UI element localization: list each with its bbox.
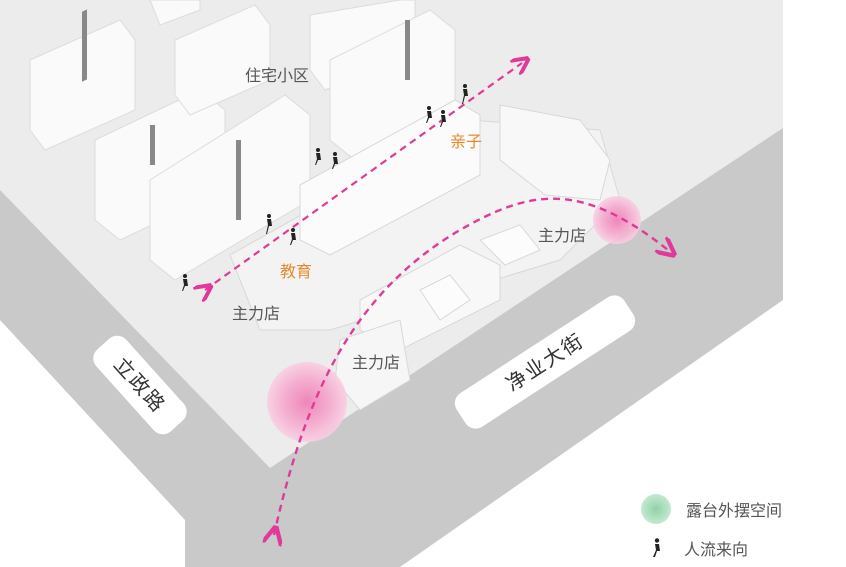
label-family: 亲子 [450,132,483,151]
pedestrian-flow-arrow-diagonal [205,63,522,290]
terrace-hotspot-large [267,362,347,442]
white-ground-right [400,0,846,567]
legend-flow: 人流来向 [652,536,748,560]
legend-terrace-label: 露台外摆空间 [686,501,783,520]
terrace-circle-icon [641,494,671,524]
label-anchor-store-right: 主力店 [538,226,587,245]
walking-person-icon [653,538,660,557]
white-ground-left [0,320,185,567]
label-anchor-store-left: 主力店 [232,304,281,323]
legend-terrace: 露台外摆空间 [640,493,782,525]
label-residential: 住宅小区 [245,66,310,85]
legend-flow-label: 人流来向 [684,540,749,559]
label-anchor-store-center: 主力店 [352,353,401,372]
walking-person-icons [182,84,468,291]
label-education: 教育 [280,262,313,281]
pedestrian-flow-arrow-curve [274,197,668,535]
terrace-hotspot-small [593,196,641,244]
